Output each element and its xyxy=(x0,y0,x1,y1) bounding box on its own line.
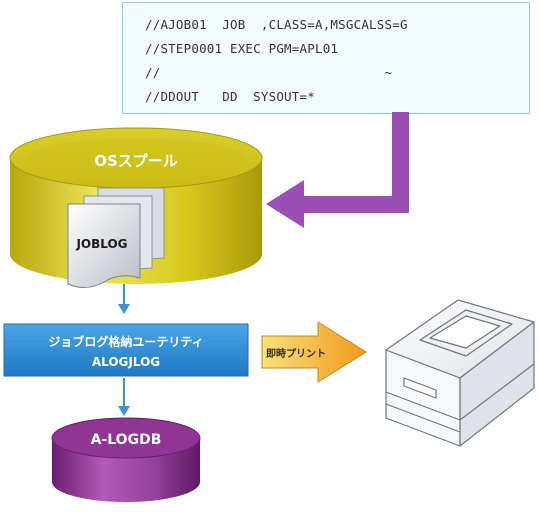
database-label: A-LOGDB xyxy=(91,432,162,448)
jcl-line-ellipsis: // ~ xyxy=(145,65,393,80)
joblog-label: JOBLOG xyxy=(75,237,127,251)
print-arrow xyxy=(261,321,367,383)
utility-name-label: ジョブログ格納ユーテリティ xyxy=(48,334,203,349)
os-spool-label: OSスプール xyxy=(94,152,178,170)
utility-box xyxy=(3,323,249,377)
utility-program-label: ALOGJLOG xyxy=(92,355,160,369)
jcl-line-exec: //STEP0001 EXEC PGM=APL01 xyxy=(145,41,339,56)
utility-to-db-arrow xyxy=(118,378,130,416)
joblog-document-icon xyxy=(67,187,165,288)
printer-icon xyxy=(385,299,535,447)
print-arrow-label: 即時プリント xyxy=(266,347,326,360)
database-cylinder-icon xyxy=(51,417,201,502)
joblog-to-utility-arrow xyxy=(118,284,130,314)
jcl-code-box: //AJOB01 JOB ,CLASS=A,MSGCALSS=G //STEP0… xyxy=(122,2,530,114)
jcl-line-dd: //DDOUT DD SYSOUT=* xyxy=(145,89,315,104)
jcl-line-job: //AJOB01 JOB ,CLASS=A,MSGCALSS=G xyxy=(145,17,408,32)
submit-arrow xyxy=(266,112,409,228)
